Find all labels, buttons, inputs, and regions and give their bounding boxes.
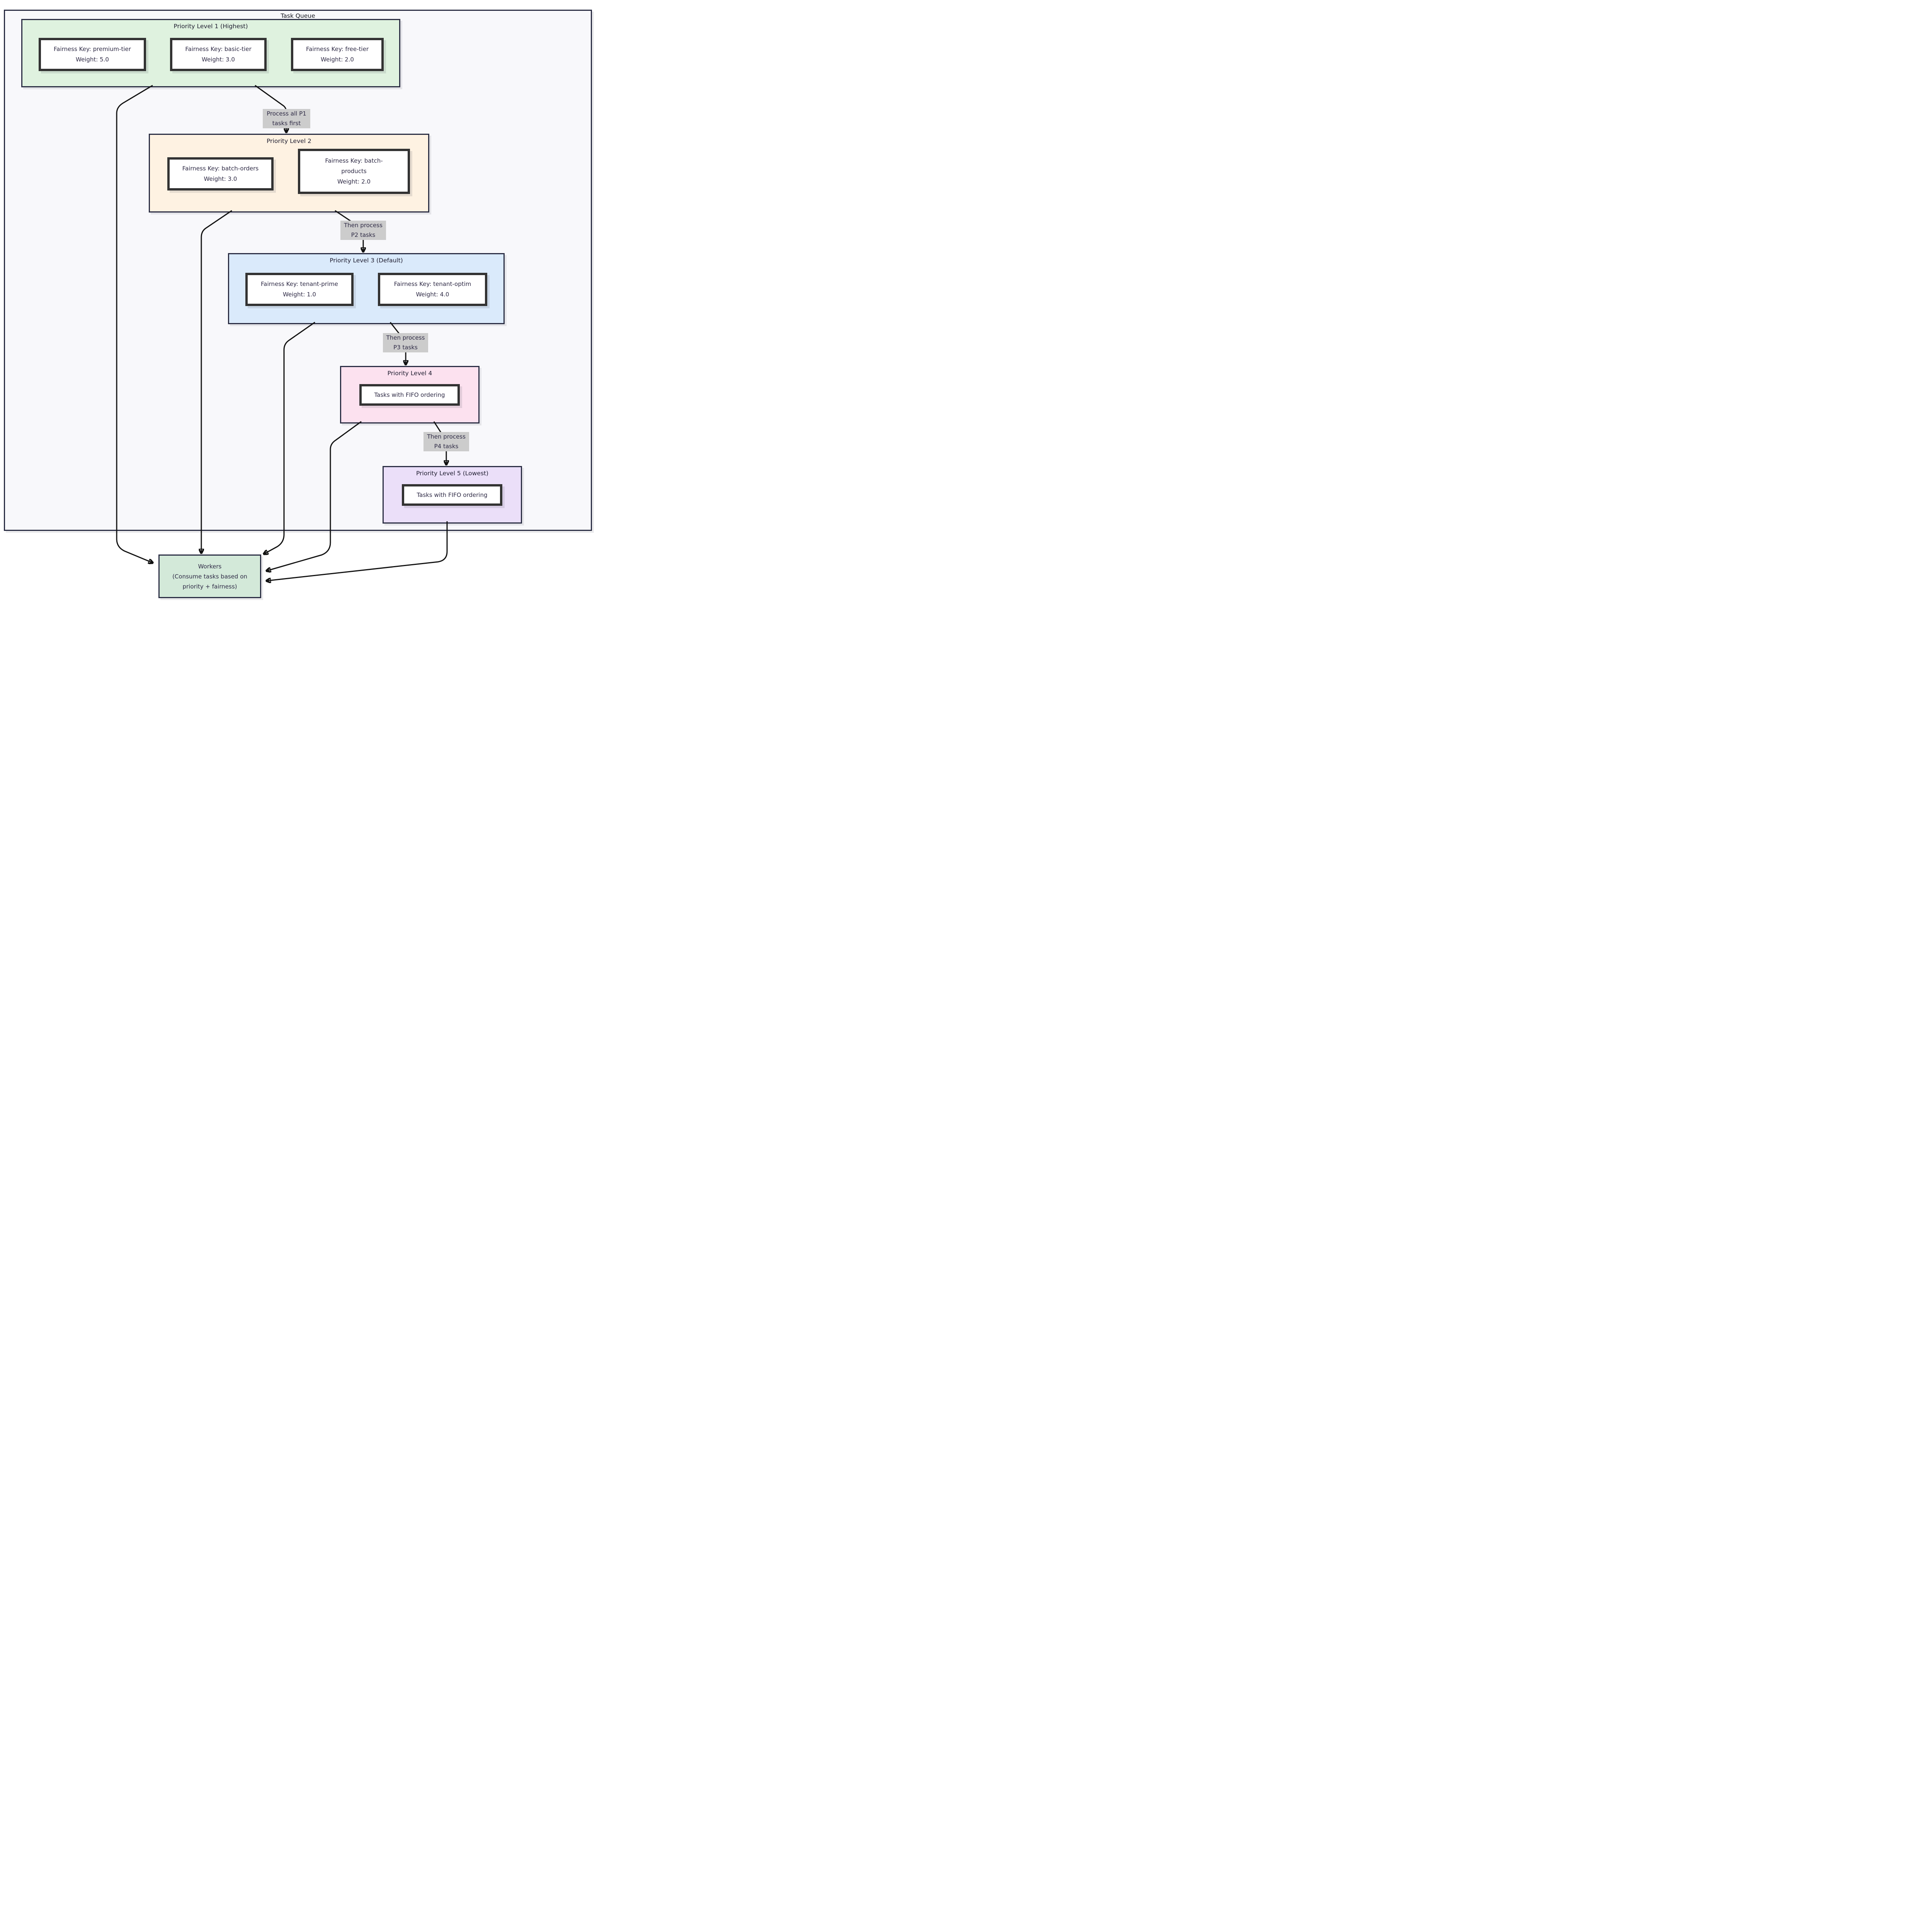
- flowchart-canvas: Task Queue Priority Level 1 (Highest) Fa…: [0, 0, 596, 601]
- node-line: Weight: 2.0: [337, 178, 371, 185]
- node-line: Weight: 1.0: [283, 291, 316, 298]
- node-line: Tasks with FIFO ordering: [374, 391, 445, 398]
- edge-label-process-p1: Process all P1 tasks first: [263, 109, 310, 128]
- node-batch-products: Fairness Key: batch- products Weight: 2.…: [298, 149, 410, 194]
- node-premium-tier: Fairness Key: premium-tier Weight: 5.0: [39, 38, 146, 71]
- node-line: Weight: 3.0: [202, 56, 235, 63]
- node-line: Workers: [198, 563, 222, 570]
- cluster-priority-1: Priority Level 1 (Highest) Fairness Key:…: [21, 19, 400, 87]
- edge-label-process-p3: Then process P3 tasks: [383, 333, 428, 352]
- edge-p3-to-workers: [264, 321, 315, 554]
- node-line: Weight: 4.0: [416, 291, 449, 298]
- cluster-priority-2: Priority Level 2 Fairness Key: batch-ord…: [149, 134, 429, 213]
- node-line: Weight: 3.0: [204, 175, 237, 182]
- node-line: Fairness Key: batch-: [325, 157, 383, 164]
- node-line: Fairness Key: basic-tier: [185, 46, 252, 53]
- node-p4-fifo: Tasks with FIFO ordering: [359, 384, 460, 406]
- task-queue-title: Task Queue: [281, 12, 315, 19]
- edge-label-line: Then process: [386, 334, 425, 341]
- edge-label-process-p4: Then process P4 tasks: [423, 432, 469, 451]
- node-tenant-prime: Fairness Key: tenant-prime Weight: 1.0: [245, 273, 354, 306]
- edge-label-process-p2: Then process P2 tasks: [340, 221, 386, 240]
- cluster-priority-4-title: Priority Level 4: [387, 370, 432, 377]
- node-basic-tier: Fairness Key: basic-tier Weight: 3.0: [170, 38, 267, 71]
- edge-label-line: P3 tasks: [393, 344, 418, 351]
- node-line: priority + fairness): [182, 583, 237, 590]
- cluster-priority-1-title: Priority Level 1 (Highest): [173, 23, 248, 30]
- cluster-priority-3: Priority Level 3 (Default) Fairness Key:…: [228, 253, 505, 324]
- cluster-priority-3-title: Priority Level 3 (Default): [330, 257, 403, 264]
- edge-p1-to-workers: [116, 85, 153, 563]
- node-free-tier: Fairness Key: free-tier Weight: 2.0: [291, 38, 384, 71]
- node-line: Fairness Key: tenant-optim: [394, 281, 471, 287]
- node-line: Tasks with FIFO ordering: [417, 491, 488, 498]
- node-p5-fifo: Tasks with FIFO ordering: [402, 484, 502, 506]
- edge-label-line: Process all P1: [267, 110, 306, 117]
- workers-node: Workers (Consume tasks based on priority…: [158, 554, 261, 598]
- node-line: Fairness Key: premium-tier: [54, 46, 131, 53]
- edge-p5-to-workers: [267, 521, 448, 581]
- node-line: Fairness Key: tenant-prime: [261, 281, 338, 287]
- edge-label-line: Then process: [427, 433, 466, 440]
- node-line: Fairness Key: free-tier: [306, 46, 369, 53]
- edge-label-line: P4 tasks: [434, 443, 459, 450]
- cluster-priority-5-title: Priority Level 5 (Lowest): [416, 470, 489, 477]
- node-batch-orders: Fairness Key: batch-orders Weight: 3.0: [167, 157, 274, 190]
- edge-p4-to-workers: [267, 421, 362, 571]
- edge-label-line: Then process: [344, 222, 383, 229]
- cluster-priority-5: Priority Level 5 (Lowest) Tasks with FIF…: [383, 466, 522, 524]
- node-line: Weight: 2.0: [321, 56, 354, 63]
- flow-arrows-svg: [116, 85, 596, 601]
- edge-label-line: P2 tasks: [351, 231, 376, 238]
- node-line: products: [341, 168, 367, 175]
- cluster-priority-4: Priority Level 4 Tasks with FIFO orderin…: [340, 366, 480, 423]
- node-line: Fairness Key: batch-orders: [182, 165, 259, 172]
- node-line: (Consume tasks based on: [172, 573, 247, 580]
- edge-p2-to-workers: [201, 210, 232, 553]
- node-line: Weight: 5.0: [76, 56, 109, 63]
- cluster-priority-2-title: Priority Level 2: [267, 138, 311, 145]
- edge-label-line: tasks first: [272, 120, 301, 127]
- node-tenant-optim: Fairness Key: tenant-optim Weight: 4.0: [378, 273, 487, 306]
